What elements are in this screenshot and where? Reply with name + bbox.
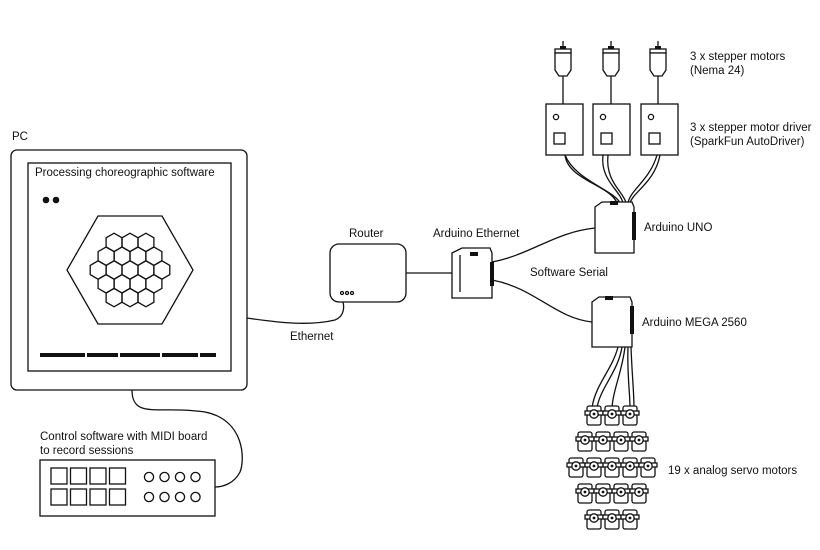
servo-motor	[575, 431, 595, 452]
midi-knob	[159, 471, 170, 483]
servo-motor	[593, 483, 613, 504]
servo-motor	[602, 457, 622, 478]
servo-motor	[575, 483, 595, 504]
midi-knob	[159, 491, 170, 503]
midi-pad	[108, 488, 127, 506]
midi-pad	[89, 488, 107, 506]
control-label-line1: Control software with MIDI board	[40, 431, 207, 443]
software-serial-label: Software Serial	[530, 267, 608, 279]
midi-pad	[50, 488, 68, 506]
hex-grid	[89, 232, 171, 308]
stepper-driver	[592, 103, 631, 156]
router-leds	[339, 290, 355, 296]
arduino-ethernet-board	[451, 247, 494, 299]
midi-pad	[108, 467, 127, 485]
midi-pad	[69, 467, 88, 485]
pc-monitor	[10, 149, 248, 391]
servo-motor	[602, 405, 622, 426]
software-label: Processing choreographic software	[35, 167, 215, 179]
serial-cable-uno	[491, 227, 596, 263]
ethernet-cable	[246, 301, 345, 324]
driver-uno-cables	[564, 154, 661, 204]
servo-motor	[602, 509, 622, 530]
servo-motor	[584, 457, 604, 478]
pc-midi-cable	[131, 389, 243, 488]
servo-motor	[611, 431, 631, 452]
drivers-label-line2: (SparkFun AutoDriver)	[690, 136, 805, 148]
timeline-segment	[162, 353, 198, 357]
midi-board	[39, 459, 216, 517]
hex-outline	[66, 215, 194, 325]
control-label-line2: to record sessions	[40, 445, 134, 457]
steppers-label-line2: (Nema 24)	[690, 65, 744, 77]
stepper-motor	[554, 41, 572, 104]
window-dots	[42, 196, 60, 204]
timeline-segment	[87, 353, 118, 357]
serial-cable-mega	[491, 279, 593, 323]
stepper-motors	[554, 41, 667, 104]
midi-pad	[69, 488, 88, 506]
midi-pads	[50, 467, 127, 506]
router-device	[329, 243, 407, 303]
router-label: Router	[349, 228, 384, 240]
arduino-mega-board	[591, 296, 634, 348]
servo-motor	[611, 483, 631, 504]
servo-motor	[593, 431, 613, 452]
servo-motor	[584, 405, 604, 426]
midi-knob	[143, 471, 155, 483]
drivers-label-line1: 3 x stepper motor driver	[690, 122, 812, 134]
timeline-segment	[120, 353, 160, 357]
servo-motor	[566, 457, 586, 478]
servo-motor	[620, 509, 640, 530]
servo-motor	[629, 483, 649, 504]
servos-label: 19 x analog servo motors	[668, 465, 797, 477]
midi-knob	[174, 471, 186, 483]
servo-motor	[638, 457, 658, 478]
midi-knob	[143, 491, 155, 503]
servo-motors	[566, 405, 658, 530]
timeline-segment	[200, 353, 216, 357]
midi-knob	[190, 491, 201, 503]
steppers-label-line1: 3 x stepper motors	[690, 51, 785, 63]
arduino-uno-board	[594, 201, 636, 254]
midi-knobs	[143, 471, 201, 503]
midi-pad	[89, 467, 107, 485]
mega-servo-cables	[591, 346, 635, 409]
arduino-ethernet-label: Arduino Ethernet	[433, 228, 520, 240]
stepper-motor	[602, 41, 620, 104]
stepper-motor	[649, 41, 667, 104]
arduino-mega-label: Arduino MEGA 2560	[642, 317, 747, 329]
midi-knob	[174, 491, 186, 503]
servo-motor	[620, 405, 640, 426]
pc-label: PC	[12, 131, 28, 143]
servo-motor	[620, 457, 640, 478]
midi-knob	[190, 471, 201, 483]
servo-motor	[584, 509, 604, 530]
stepper-driver	[545, 103, 584, 156]
stepper-driver	[640, 103, 679, 156]
hex-cell	[137, 287, 155, 308]
timeline-bar	[40, 353, 216, 357]
arduino-uno-label: Arduino UNO	[644, 222, 712, 234]
timeline-segment	[40, 353, 85, 357]
stepper-drivers	[545, 103, 679, 156]
servo-motor	[629, 431, 649, 452]
midi-pad	[50, 467, 68, 485]
ethernet-label: Ethernet	[290, 331, 334, 343]
